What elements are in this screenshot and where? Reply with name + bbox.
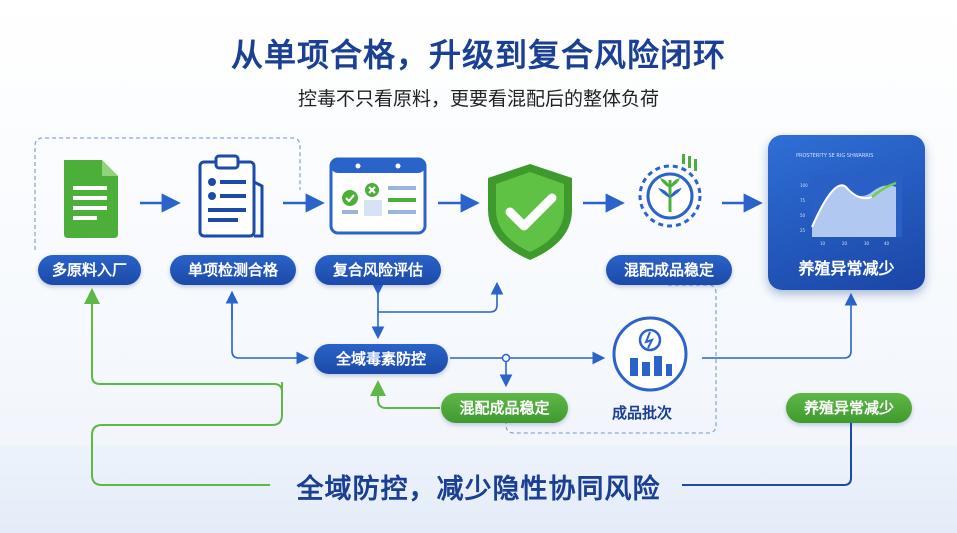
step-pill-stable-product: 混配成品稳定	[606, 255, 732, 285]
shield-check-icon	[488, 164, 572, 260]
green-up-s1	[84, 288, 283, 393]
svg-text:75: 75	[800, 198, 806, 203]
navy-reduce-bottom	[682, 420, 852, 486]
dashed-s5-batch	[505, 284, 717, 434]
document-icon	[64, 160, 118, 238]
svg-text:40: 40	[884, 241, 890, 246]
grain-stability-icon	[638, 154, 702, 228]
step-pill-single-test: 单项检测合格	[170, 255, 296, 285]
line-batch-card	[702, 292, 858, 359]
svg-text:100: 100	[800, 183, 808, 188]
card-label: 养殖异常减少	[798, 259, 895, 278]
bottom-slogan: 全域防控，减少隐性协同风险	[296, 474, 661, 505]
checklist-window-icon	[329, 157, 427, 235]
batch-label: 成品批次	[612, 404, 673, 422]
dashed-group-outline	[34, 137, 301, 250]
reduce-pill: 养殖异常减少	[786, 393, 912, 423]
line-chart-icon: PROSTERITY SE RIG SHWARRIS 100 75 50 25 10 2…	[796, 153, 902, 246]
svg-text:20: 20	[842, 241, 848, 246]
batch-icon	[612, 316, 688, 392]
svg-text:25: 25	[800, 228, 806, 233]
step-pill-compound-risk: 复合风险评估	[315, 255, 441, 285]
svg-text:10: 10	[820, 241, 826, 246]
svg-text:30: 30	[864, 241, 870, 246]
outcome-card: PROSTERITY SE RIG SHWARRIS 100 75 50 25 10 2…	[768, 135, 925, 290]
svg-text:50: 50	[800, 213, 806, 218]
control-pill: 全域毒素防控	[314, 344, 448, 374]
green-stable-control	[370, 380, 440, 409]
stable-pill: 混配成品稳定	[441, 393, 568, 423]
line-to-shield	[378, 281, 504, 313]
bottom-band	[0, 445, 957, 533]
clipboard-icon	[198, 154, 264, 238]
line-s2-control	[231, 292, 310, 365]
green-loop	[91, 382, 283, 486]
page-title: 从单项合格，升级到复合风险闭环	[230, 36, 726, 74]
step-pill-raw-materials: 多原料入厂	[38, 255, 141, 285]
card-chart-title: PROSTERITY SE RIG SHWARRIS	[796, 153, 873, 159]
page-subtitle: 控毒不只看原料，更要看混配后的整体负荷	[297, 88, 659, 110]
